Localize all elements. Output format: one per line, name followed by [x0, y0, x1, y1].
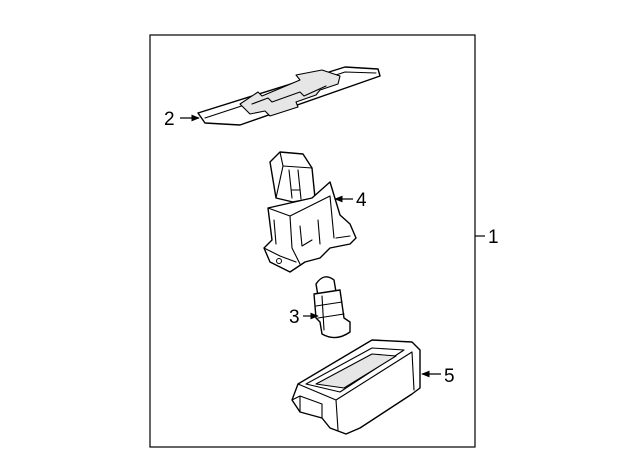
- callout-housing: 5: [421, 366, 455, 387]
- callout-label-assembly: 1: [488, 227, 499, 248]
- housing-part: [291, 339, 421, 435]
- callout-label-gasket: 2: [164, 109, 175, 130]
- callout-label-bulb: 3: [289, 307, 300, 328]
- callout-assembly: 1: [475, 227, 499, 248]
- assembly-frame: [149, 34, 476, 448]
- callout-label-housing: 5: [444, 366, 455, 387]
- socket-part: [263, 151, 357, 273]
- callout-bulb: 3: [289, 307, 319, 328]
- callout-socket: 4: [334, 190, 367, 211]
- callout-gasket: 2: [164, 109, 200, 130]
- gasket-part: [197, 66, 381, 126]
- callout-label-socket: 4: [356, 190, 367, 211]
- bulb-part: [313, 276, 351, 339]
